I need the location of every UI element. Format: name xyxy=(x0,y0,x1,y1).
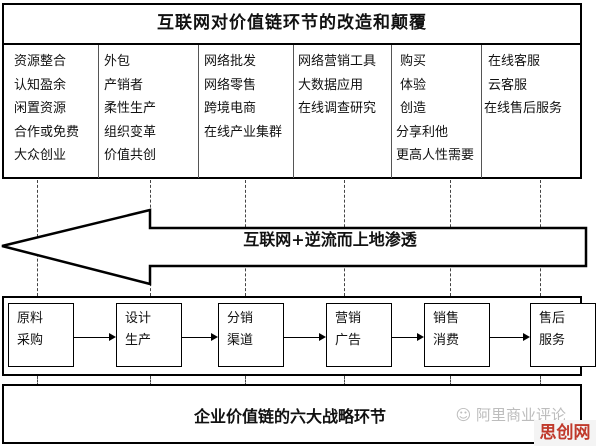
step-label: 消费 xyxy=(433,333,460,348)
column-distribution: 网络批发 网络零售 跨境电商 在线产业集群 xyxy=(204,50,282,144)
arrow-right-icon xyxy=(109,333,116,341)
step-box-marketing: 营销 广告 xyxy=(326,303,392,367)
step-label: 广告 xyxy=(335,333,362,348)
table-title-row: 互联网对价值链环节的改造和颠覆 xyxy=(2,3,582,45)
strategy-box xyxy=(2,384,582,444)
left-arrow-icon xyxy=(1,208,588,286)
dashed-connector xyxy=(245,376,246,386)
column-divider xyxy=(481,45,482,178)
arrow-right-icon xyxy=(523,333,530,341)
cell-text: 在线调查研究 xyxy=(298,101,377,116)
step-connector xyxy=(74,337,109,338)
cell-text: 在线客服 xyxy=(488,54,541,69)
arrow-right-icon xyxy=(417,333,424,341)
watermark-text: 阿里商业评论 xyxy=(475,406,566,424)
step-label: 营销 xyxy=(335,311,362,326)
cell-text: 分享利他 xyxy=(396,124,449,140)
cell-text: 闲置资源 xyxy=(14,101,67,116)
step-box-service: 售后 服务 xyxy=(530,303,596,367)
cell-text: 外包 xyxy=(104,54,131,69)
watermark: ☺ 阿里商业评论 xyxy=(456,404,566,425)
step-connector xyxy=(284,337,319,338)
table-title: 互联网对价值链环节的改造和颠覆 xyxy=(157,13,427,33)
dashed-connector xyxy=(344,376,345,386)
cell-text: 购买 xyxy=(400,54,427,69)
cell-text: 柔性生产 xyxy=(104,101,157,116)
dashed-connector xyxy=(37,376,38,386)
watermark-icon: ☺ xyxy=(455,406,472,424)
cell-text: 大数据应用 xyxy=(298,77,364,93)
site-badge: 思创网 xyxy=(534,420,596,446)
arrow-right-icon xyxy=(319,333,326,341)
step-box-procurement: 原料 采购 xyxy=(8,303,74,367)
step-box-sales: 销售 消费 xyxy=(424,303,490,367)
cell-text: 组织变革 xyxy=(104,124,157,140)
cell-text: 资源整合 xyxy=(14,54,67,69)
transformation-table xyxy=(2,3,582,179)
step-label: 分销 xyxy=(227,311,254,326)
cell-text: 大众创业 xyxy=(14,148,67,163)
cell-text: 认知盈余 xyxy=(14,77,67,93)
strategy-title: 企业价值链的六大战略环节 xyxy=(193,407,386,426)
step-label: 设计 xyxy=(125,311,152,326)
cell-text: 产销者 xyxy=(104,77,144,93)
column-divider xyxy=(391,45,392,178)
step-label: 服务 xyxy=(539,333,566,348)
column-resource: 资源整合 认知盈余 闲置资源 合作或免费 大众创业 xyxy=(14,50,79,168)
column-divider xyxy=(198,45,199,178)
step-box-production: 设计 生产 xyxy=(116,303,182,367)
dashed-connector xyxy=(450,376,451,386)
step-connector xyxy=(490,337,523,338)
step-label: 售后 xyxy=(539,311,566,326)
column-production: 外包 产销者 柔性生产 组织变革 价值共创 xyxy=(104,50,156,168)
cell-text: 云客服 xyxy=(488,77,528,93)
cell-text: 价值共创 xyxy=(104,148,157,163)
cell-text: 创造 xyxy=(400,101,427,116)
step-label: 渠道 xyxy=(227,333,254,348)
value-chain-row xyxy=(2,296,582,376)
arrow-right-icon xyxy=(211,333,218,341)
dashed-connector xyxy=(540,376,541,386)
cell-text: 体验 xyxy=(400,77,427,93)
cell-text: 更高人性需要 xyxy=(396,148,475,163)
cell-text: 在线产业集群 xyxy=(204,124,283,140)
step-connector xyxy=(392,337,417,338)
step-label: 原料 xyxy=(17,311,44,326)
cell-text: 网络批发 xyxy=(204,54,257,69)
step-label: 销售 xyxy=(433,311,460,326)
step-label: 采购 xyxy=(17,333,44,348)
column-consumption: 购买 体验 创造 分享利他 更高人性需要 xyxy=(396,50,474,168)
column-service: 在线客服 云客服 在线售后服务 xyxy=(484,50,562,121)
cell-text: 在线售后服务 xyxy=(484,101,563,116)
cell-text: 网络零售 xyxy=(204,77,257,93)
cell-text: 合作或免费 xyxy=(14,124,80,140)
cell-text: 跨境电商 xyxy=(204,101,257,116)
column-divider xyxy=(98,45,99,178)
cell-text: 网络营销工具 xyxy=(298,54,377,69)
step-box-channel: 分销 渠道 xyxy=(218,303,284,367)
arrow-label: 互联网+逆流而上地渗透 xyxy=(243,230,417,249)
step-label: 生产 xyxy=(125,333,152,348)
step-connector xyxy=(182,337,211,338)
dashed-connector xyxy=(150,376,151,386)
column-marketing: 网络营销工具 大数据应用 在线调查研究 xyxy=(298,50,376,121)
column-divider xyxy=(293,45,294,178)
